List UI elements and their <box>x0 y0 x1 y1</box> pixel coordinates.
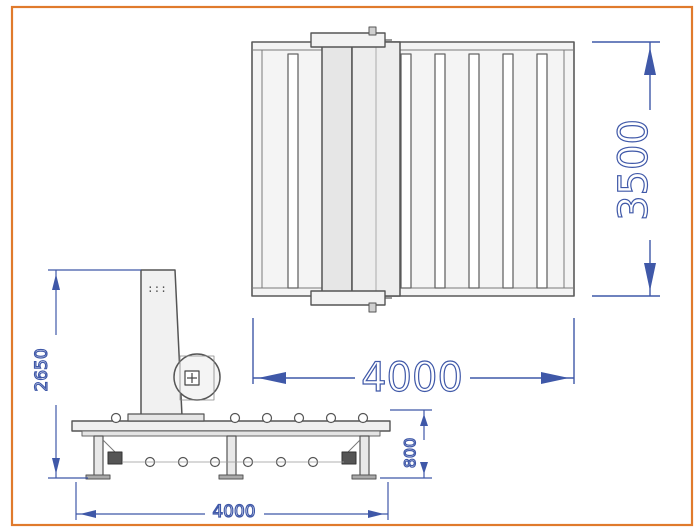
arrow-head <box>420 414 428 426</box>
top-roller <box>110 412 122 424</box>
arrow-head <box>52 274 60 290</box>
top-roller <box>357 412 369 424</box>
arrow-head <box>420 462 428 474</box>
top-roller <box>293 412 305 424</box>
tower-panel-dots: ::: <box>147 282 167 295</box>
top-roller <box>261 412 273 424</box>
side-leg <box>226 435 237 477</box>
roller-slot <box>400 53 412 289</box>
roller-slot <box>502 53 514 289</box>
dim-side-width: 4000 <box>212 502 255 522</box>
roller-slot <box>434 53 446 289</box>
top-view-body <box>251 41 575 297</box>
dim-top-width: 4000 <box>361 355 463 401</box>
dim-side-height: 2650 <box>32 348 52 391</box>
arrow-head <box>52 458 60 474</box>
arrow-head <box>644 263 656 291</box>
arrow-head <box>80 510 96 518</box>
top-roller <box>325 412 337 424</box>
top-roller <box>229 412 241 424</box>
drawing-frame <box>10 5 694 527</box>
side-view: ::: <box>71 269 391 480</box>
side-view-arrows <box>52 274 428 518</box>
top-view-arrows <box>258 47 656 384</box>
arrow-head <box>368 510 384 518</box>
roller-slot <box>287 53 299 289</box>
side-table-top <box>71 420 391 432</box>
side-leg <box>359 435 370 477</box>
wrap-carriage <box>321 35 353 303</box>
dim-side-table-height: 800 <box>401 438 420 469</box>
arrow-head <box>644 47 656 75</box>
roller-slot <box>468 53 480 289</box>
dim-top-height: 3500 <box>611 119 657 221</box>
arrow-head <box>541 372 569 384</box>
arrow-head <box>258 372 286 384</box>
roller-slot <box>536 53 548 289</box>
side-leg <box>93 435 104 477</box>
top-view <box>251 26 575 313</box>
